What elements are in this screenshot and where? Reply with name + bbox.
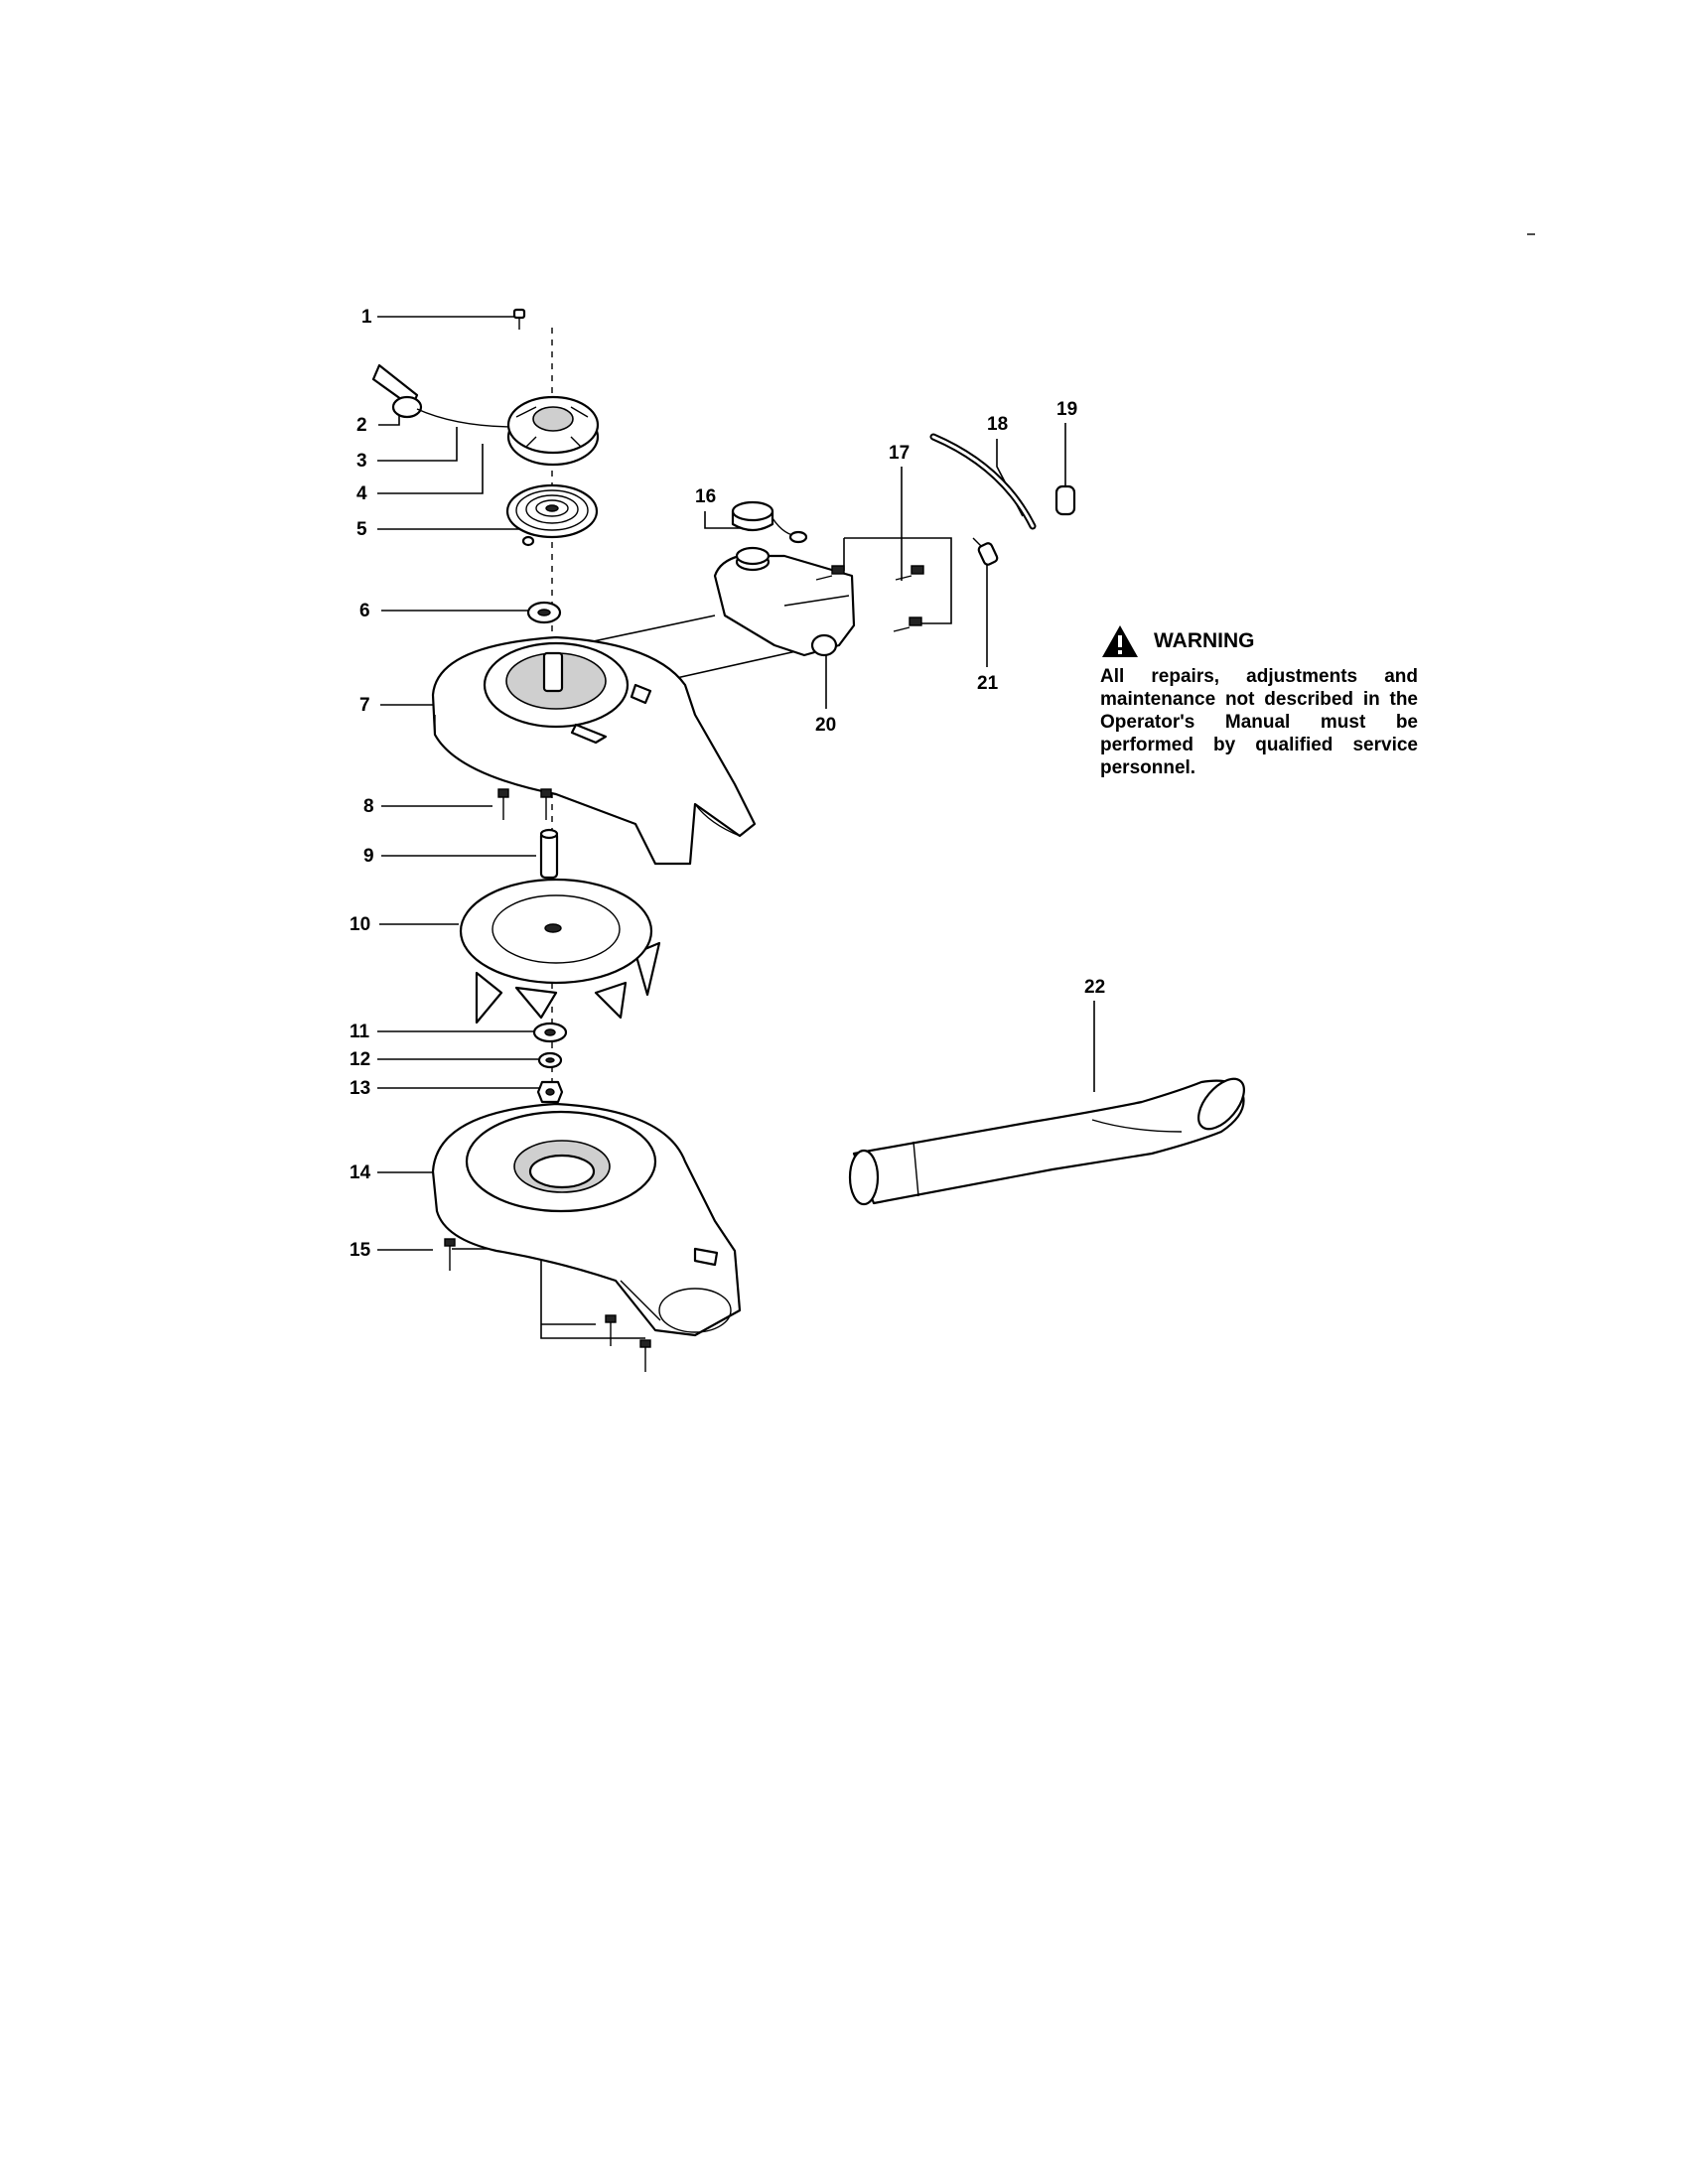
- part-8-screws: [497, 788, 552, 820]
- callout-16: 16: [695, 486, 716, 507]
- part-7-upper-fan-housing: [431, 635, 757, 866]
- part-13-nut: [536, 1080, 564, 1104]
- callout-11: 11: [350, 1022, 370, 1042]
- callout-19: 19: [1056, 399, 1077, 420]
- callout-20: 20: [815, 715, 836, 736]
- warning-notice: WARNING All repairs, adjustments and mai…: [1100, 623, 1418, 779]
- part-14-lower-fan-housing: [431, 1102, 742, 1337]
- part-11-washer: [532, 1022, 568, 1043]
- callout-1: 1: [361, 307, 372, 328]
- callout-14: 14: [350, 1162, 371, 1183]
- part-19-fuel-filter: [1054, 484, 1076, 516]
- callout-7: 7: [359, 695, 370, 716]
- callout-22: 22: [1084, 977, 1105, 998]
- callout-18: 18: [987, 414, 1008, 435]
- callout-labels: 1 2 3 4 5 6 7 8 9 10 11 12 13 14 15 16 1…: [350, 307, 1105, 1261]
- part-5-recoil-spring: [505, 483, 599, 547]
- part-1-screw: [512, 308, 526, 330]
- part-20-fuel-tank: [713, 546, 856, 657]
- callout-9: 9: [363, 846, 374, 867]
- callout-4: 4: [356, 483, 367, 504]
- callout-10: 10: [350, 914, 370, 935]
- callout-3: 3: [356, 451, 367, 472]
- callout-12: 12: [350, 1049, 370, 1070]
- part-12-lock-washer: [537, 1051, 563, 1069]
- part-9-sleeve: [539, 828, 559, 880]
- callout-21: 21: [977, 673, 999, 694]
- part-18-fuel-line: [929, 433, 1037, 530]
- callout-5: 5: [356, 519, 367, 540]
- callout-6: 6: [359, 601, 370, 621]
- warning-triangle-icon: [1102, 625, 1138, 657]
- part-21-fitting: [972, 537, 999, 566]
- callout-8: 8: [363, 796, 374, 817]
- leader-lines: [377, 316, 1095, 1339]
- callout-15: 15: [350, 1240, 371, 1261]
- part-10-impeller-fan: [459, 878, 661, 1024]
- callout-17: 17: [889, 443, 910, 464]
- part-4-pulley: [506, 395, 600, 467]
- warning-header: WARNING: [1100, 623, 1418, 659]
- part-15-screws: [444, 1238, 651, 1372]
- callout-13: 13: [350, 1078, 370, 1099]
- part-2-starter-handle: [371, 363, 517, 428]
- warning-title: WARNING: [1154, 629, 1255, 652]
- warning-text: All repairs, adjustments and maintenance…: [1100, 666, 1418, 778]
- part-6-washer: [526, 601, 562, 624]
- part-22-blower-tube: [848, 1077, 1245, 1206]
- part-17-screws: [815, 565, 924, 632]
- callout-2: 2: [356, 415, 367, 436]
- part-16-fuel-cap: [731, 500, 808, 544]
